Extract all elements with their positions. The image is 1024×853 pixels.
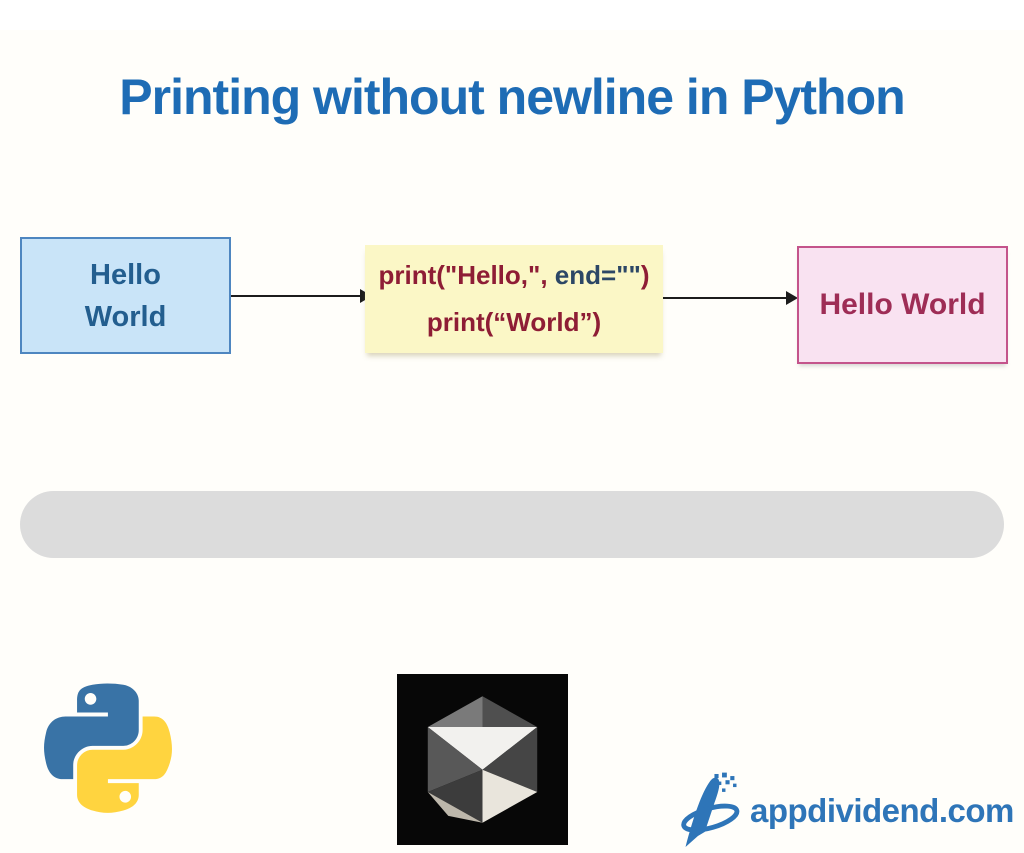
python-logo-icon: [44, 683, 172, 813]
top-white-strip: [0, 0, 1024, 30]
code-seg-end-param: end="": [547, 260, 641, 291]
brand-logo: appdividend.com: [680, 768, 1024, 853]
input-line-2: World: [84, 300, 167, 333]
cube-3d-image: [397, 674, 568, 845]
code-line-1: print("Hello,", end=""): [378, 260, 649, 291]
arrow-right-icon: [663, 291, 798, 305]
gray-pill-bar: [20, 491, 1004, 558]
input-line-1: Hello: [90, 258, 161, 291]
code-seg-red-1: print("Hello,",: [378, 260, 548, 291]
code-box: print("Hello,", end="") print(“World”): [365, 245, 663, 353]
arrow-right-icon: [231, 289, 372, 303]
appdividend-logo-icon: [681, 772, 740, 848]
input-box: Hello World: [20, 237, 231, 354]
output-text: Hello World: [819, 288, 986, 321]
code-seg-red-2: ): [640, 260, 650, 291]
output-box: Hello World: [797, 246, 1008, 364]
code-line-2: print(“World”): [426, 306, 602, 337]
brand-text: appdividend.com: [750, 791, 1014, 829]
page-title: Printing without newline in Python: [119, 69, 905, 125]
